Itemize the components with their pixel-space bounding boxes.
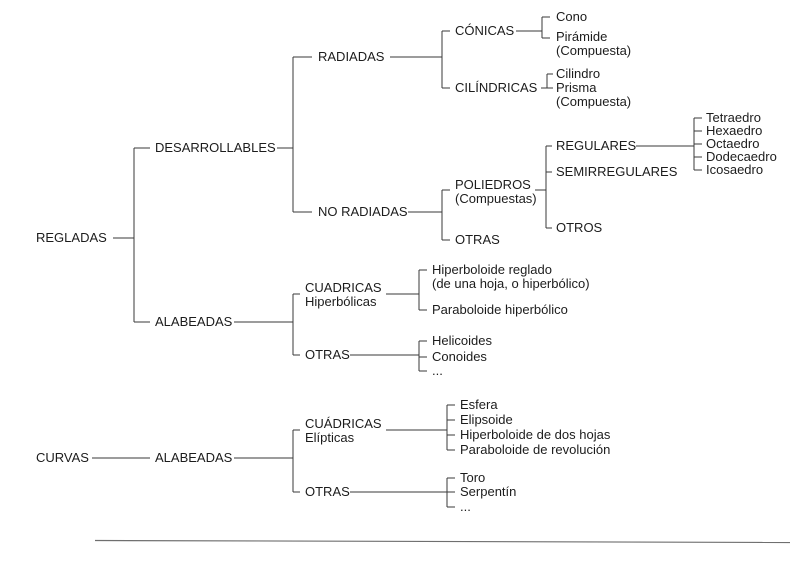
node-serpentin: Serpentín xyxy=(460,484,517,499)
node-cuadricas-hiperbolicas: CUADRICAS Hiperbólicas xyxy=(305,281,382,309)
node-dodecaedro: Dodecaedro xyxy=(706,149,777,164)
node-helicoides: Helicoides xyxy=(432,333,492,348)
node-cilindricas: CILÍNDRICAS xyxy=(455,80,538,95)
node-piramide-label: Pirámide xyxy=(556,29,608,44)
node-hiperboloide-reglado: Hiperboloide reglado (de una hoja, o hip… xyxy=(432,263,590,291)
node-piramide: Pirámide (Compuesta) xyxy=(556,30,631,58)
node-conoides: Conoides xyxy=(432,349,487,364)
node-otras-ellipsis-curvas: ... xyxy=(460,499,471,514)
node-otras-curvas: OTRAS xyxy=(305,484,350,499)
node-regulares: REGULARES xyxy=(556,138,637,153)
node-hexaedro: Hexaedro xyxy=(706,123,763,138)
node-elipsoide: Elipsoide xyxy=(460,412,513,427)
node-otros: OTROS xyxy=(556,220,603,235)
node-poliedros-note: (Compuestas) xyxy=(455,191,537,206)
node-cuadricas-hiperbolicas-note: Hiperbólicas xyxy=(305,294,377,309)
node-prisma-note: (Compuesta) xyxy=(556,94,632,109)
node-alabeadas-regladas: ALABEADAS xyxy=(155,314,233,329)
node-otras-ellipsis-regladas: ... xyxy=(432,363,443,378)
node-radiadas: RADIADAS xyxy=(318,49,385,64)
node-semirregulares: SEMIRREGULARES xyxy=(556,164,678,179)
node-tetraedro: Tetraedro xyxy=(706,110,761,125)
node-esfera: Esfera xyxy=(460,397,498,412)
node-cilindro: Cilindro xyxy=(556,66,601,81)
node-cono: Cono xyxy=(556,9,588,24)
scan-edge-line xyxy=(94,539,790,544)
node-hiperboloide-reglado-label: Hiperboloide reglado xyxy=(432,262,552,277)
node-icosaedro: Icosaedro xyxy=(706,162,764,177)
node-alabeadas-curvas: ALABEADAS xyxy=(155,450,233,465)
node-prisma-label: Prisma xyxy=(556,80,597,95)
node-hiperboloide-reglado-note: (de una hoja, o hiperbólico) xyxy=(432,276,590,291)
node-cuadricas-elipticas: CUÁDRICAS Elípticas xyxy=(305,417,382,445)
node-poliedros: POLIEDROS (Compuestas) xyxy=(455,178,537,206)
node-otras-no-radiadas: OTRAS xyxy=(455,232,500,247)
node-curvas: CURVAS xyxy=(36,450,89,465)
node-conicas: CÓNICAS xyxy=(455,23,515,38)
node-hiperboloide-dos-hojas: Hiperboloide de dos hojas xyxy=(460,427,611,442)
node-cuadricas-elipticas-note: Elípticas xyxy=(305,430,355,445)
node-toro: Toro xyxy=(460,470,486,485)
node-prisma: Prisma (Compuesta) xyxy=(556,81,631,109)
node-no-radiadas: NO RADIADAS xyxy=(318,204,408,219)
node-desarrollables: DESARROLLABLES xyxy=(155,140,276,155)
node-otras-alabeadas-regladas: OTRAS xyxy=(305,347,350,362)
node-regladas: REGLADAS xyxy=(36,230,107,245)
node-cuadricas-hiperbolicas-label: CUADRICAS xyxy=(305,280,382,295)
node-piramide-note: (Compuesta) xyxy=(556,43,632,58)
node-paraboloide-hiperbolico: Paraboloide hiperbólico xyxy=(432,302,568,317)
node-cuadricas-elipticas-label: CUÁDRICAS xyxy=(305,416,382,431)
node-poliedros-label: POLIEDROS xyxy=(455,177,531,192)
node-octaedro: Octaedro xyxy=(706,136,760,151)
node-paraboloide-revolucion: Paraboloide de revolución xyxy=(460,442,611,457)
